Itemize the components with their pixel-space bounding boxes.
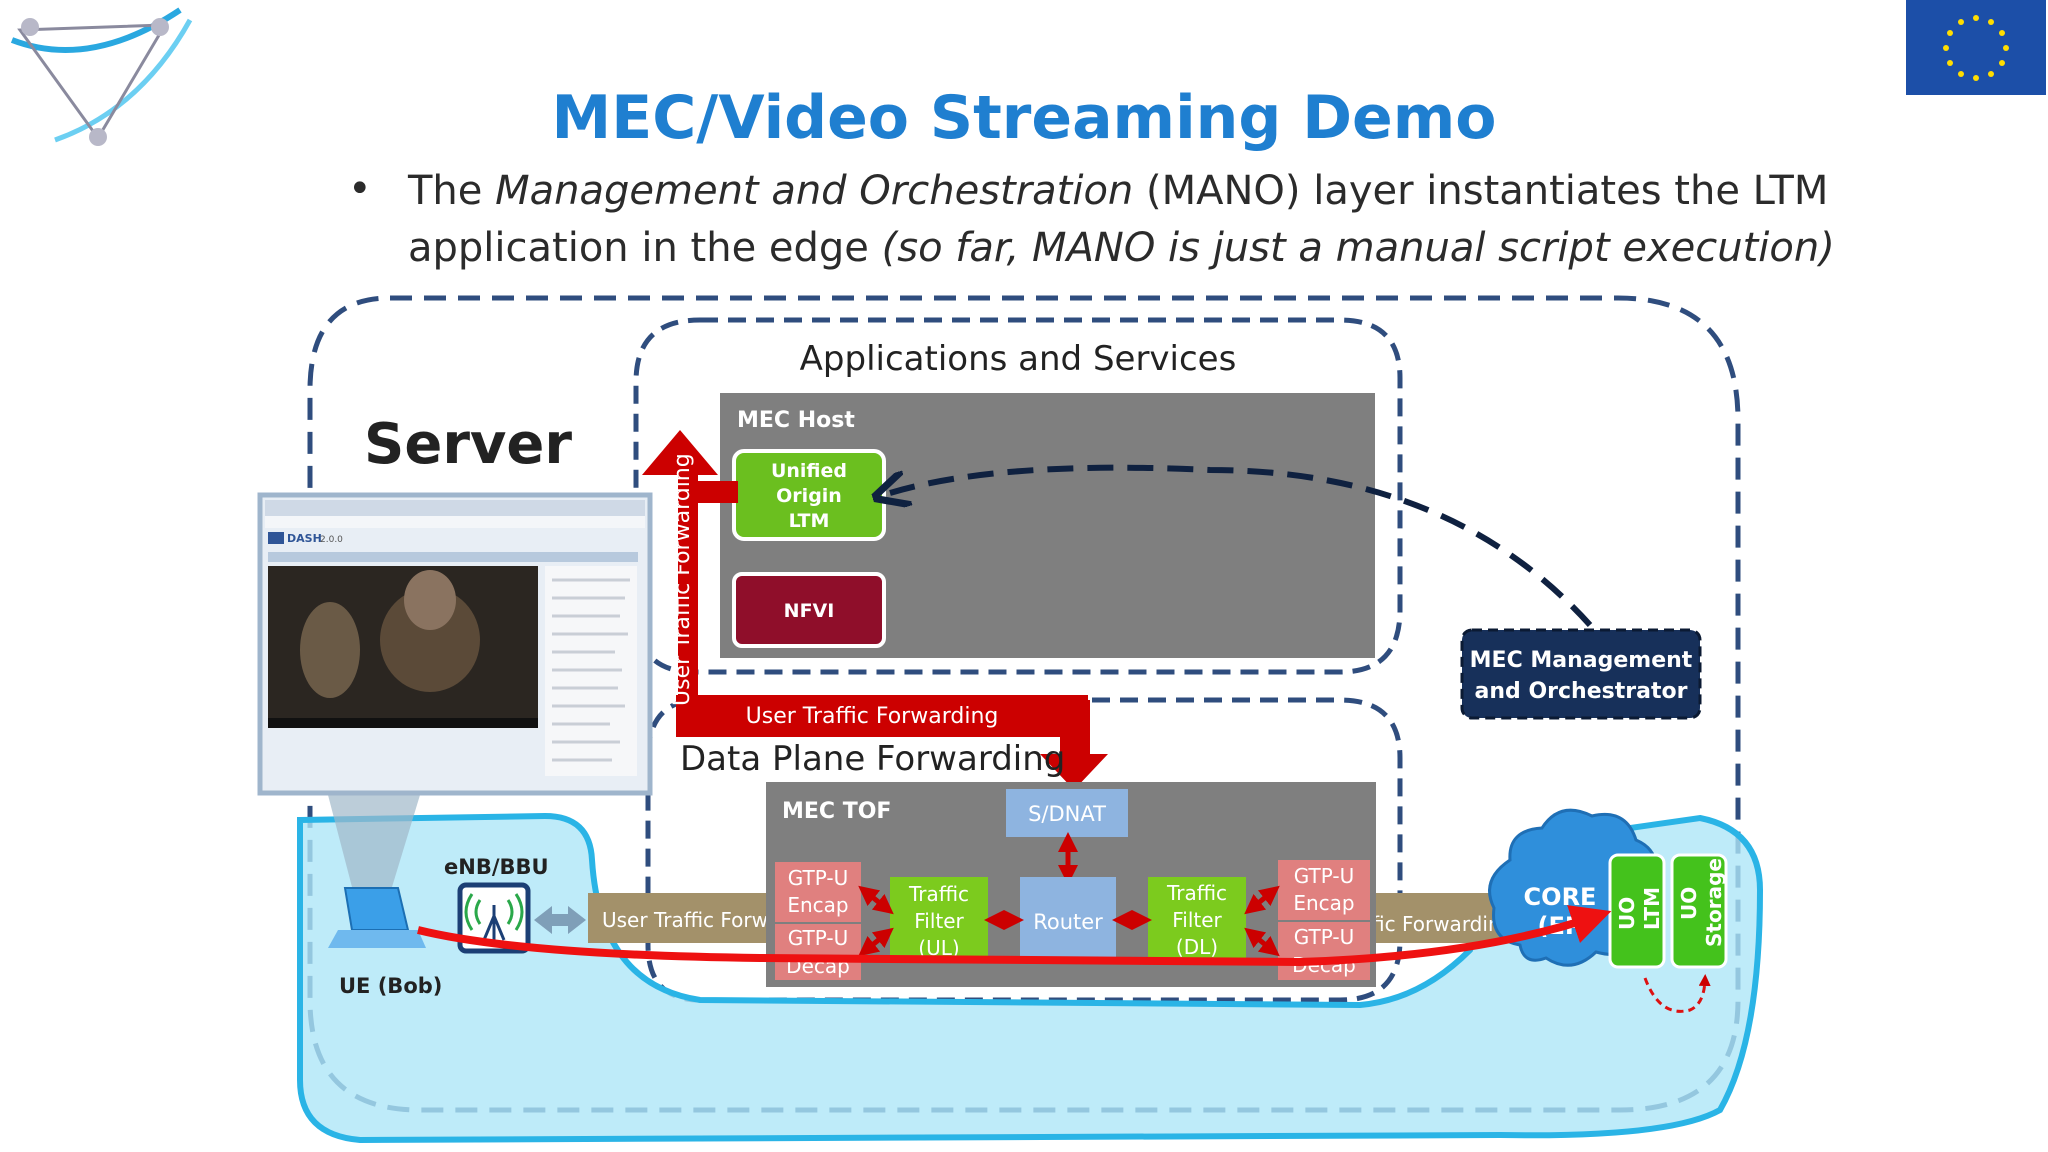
sdnat-label: S/DNAT — [1028, 802, 1106, 826]
mano-instantiate-arrow — [890, 464, 1593, 628]
unified-origin-ltm-box: Unified Origin LTM — [732, 449, 886, 541]
gtpu-encap-right: GTP-U Encap — [1278, 860, 1370, 920]
mec-management-line-1: MEC Management — [1470, 648, 1693, 673]
traffic-filter-ul-l1: Traffic — [908, 882, 969, 906]
uo-storage-line-2: Storage — [1702, 858, 1726, 947]
apps-services-label: Applications and Services — [800, 339, 1237, 379]
traffic-forwarding-arrows — [642, 430, 1108, 790]
antenna-icon — [457, 882, 531, 954]
video-browser-window: DASH 2.0.0 — [257, 492, 653, 796]
uo-ltm-line-1: UO — [1615, 897, 1639, 930]
unified-origin-line-2: Origin — [776, 485, 842, 507]
access-highlight — [297, 812, 1764, 1144]
nfvi-label: NFVI — [784, 600, 835, 622]
bullet-line-1: The Management and Orchestration (MANO) … — [407, 168, 1828, 214]
projection-beam — [328, 795, 420, 887]
enb-core-link-icon — [534, 906, 586, 934]
traffic-filter-dl-l3: (DL) — [1176, 935, 1218, 959]
sdnat-box: S/DNAT — [1006, 789, 1128, 837]
uo-ltm-box: UO LTM — [1608, 853, 1666, 969]
gtpu-encap-right-l2: Encap — [1293, 891, 1354, 915]
gtpu-encap-right-l1: GTP-U — [1294, 864, 1354, 888]
unified-origin-line-3: LTM — [789, 510, 830, 532]
gtpu-decap-left: GTP-U Decap — [775, 924, 861, 980]
ue-core-red-path — [417, 905, 1612, 967]
network-logo-icon — [10, 7, 193, 146]
mec-tof-label: MEC TOF — [782, 799, 891, 824]
slide-title: MEC/Video Streaming Demo — [552, 83, 1497, 153]
gtpu-encap-left-l2: Encap — [787, 893, 848, 917]
apps-services-frame — [633, 317, 1403, 675]
data-plane-label: Data Plane Forwarding — [680, 739, 1065, 779]
eu-flag-icon — [1906, 0, 2046, 95]
gtpu-decap-right-l1: GTP-U — [1294, 925, 1354, 949]
uo-sync-arrow — [1643, 974, 1711, 1013]
traffic-vertical-label: User Traffic Forwarding — [670, 453, 695, 706]
laptop-icon — [328, 887, 426, 948]
core-label-1: CORE — [1524, 883, 1597, 911]
uo-storage-box: UO Storage — [1670, 853, 1728, 969]
traffic-filter-dl: Traffic Filter (DL) — [1148, 877, 1246, 963]
mec-management-line-2: and Orchestrator — [1475, 679, 1688, 704]
traffic-filter-ul: Traffic Filter (UL) — [890, 877, 988, 963]
ue-label: UE (Bob) — [339, 974, 442, 998]
user-traffic-band: User Traffic Forwar fic Forwardin — [588, 893, 1510, 943]
dash-version-text: 2.0.0 — [320, 535, 343, 545]
unified-origin-line-1: Unified — [771, 460, 847, 482]
bullet-marker: • — [348, 166, 372, 212]
gtpu-decap-left-l1: GTP-U — [788, 926, 848, 950]
dash-logo-text: DASH — [287, 532, 322, 545]
gtpu-encap-left-l1: GTP-U — [788, 866, 848, 890]
band-text-left: User Traffic Forwar — [602, 908, 789, 932]
enb-label: eNB/BBU — [444, 855, 549, 879]
server-label: Server — [364, 412, 572, 477]
uo-ltm-line-2: LTM — [1640, 887, 1664, 930]
band-text-right: fic Forwardin — [1372, 912, 1501, 936]
router-label: Router — [1033, 910, 1103, 934]
mec-host-label: MEC Host — [737, 408, 855, 433]
router-box: Router — [1020, 877, 1116, 963]
uo-storage-line-1: UO — [1677, 887, 1701, 920]
mec-management-box: MEC Management and Orchestrator — [1460, 628, 1702, 720]
tof-connectors — [858, 885, 1280, 957]
bullet-line-2: application in the edge (so far, MANO is… — [408, 225, 1835, 271]
traffic-filter-dl-l1: Traffic — [1166, 881, 1227, 905]
traffic-filter-ul-l2: Filter — [914, 909, 964, 933]
gtpu-encap-left: GTP-U Encap — [775, 862, 861, 922]
traffic-horizontal-label: User Traffic Forwarding — [746, 704, 999, 729]
gtpu-decap-right: GTP-U Decap — [1278, 922, 1370, 980]
nfvi-box: NFVI — [732, 572, 886, 648]
traffic-filter-dl-l2: Filter — [1172, 908, 1222, 932]
